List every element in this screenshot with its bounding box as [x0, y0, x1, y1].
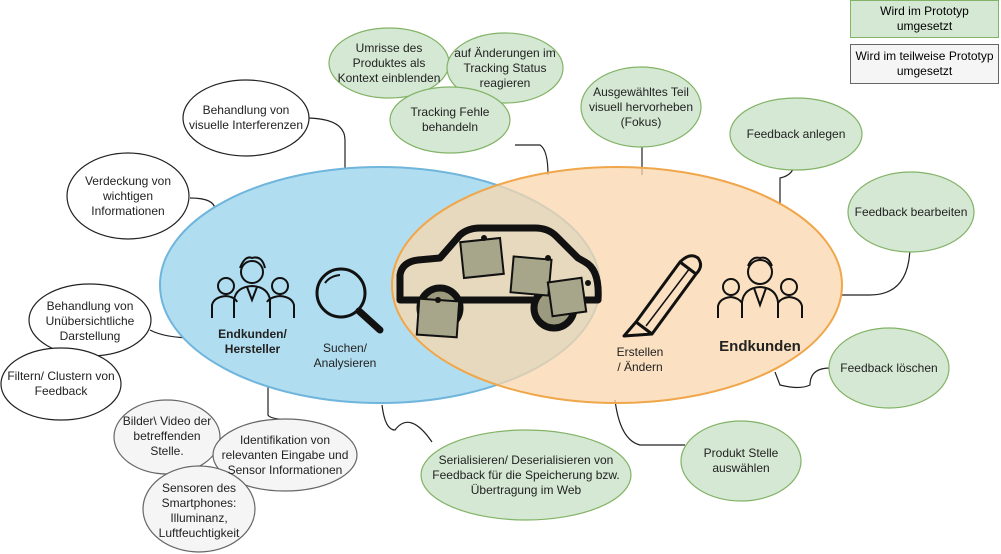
- bubble-tracking-status: [446, 32, 564, 104]
- car-with-notes-icon: [396, 224, 602, 339]
- bubble-serialize-text: Serialisieren/ Deserialisieren von Feedb…: [432, 452, 620, 497]
- other-bubbles: [0, 79, 358, 553]
- bubble-tracking-status-text: auf Änderungen im Tracking Status reagie…: [454, 45, 556, 90]
- bubble-identify-text: Identifikation von relevanten Eingabe un…: [221, 432, 349, 477]
- bubble-outline-text: Umrisse des Produktes als Kontext einble…: [337, 40, 441, 85]
- bubble-tracking-errors-text: Tracking Fehle behandeln: [410, 105, 490, 134]
- legend-implemented: Wird im Prototyp umgesetzt: [850, 0, 999, 38]
- connector-product-spot: [614, 399, 685, 446]
- bubble-fb-delete: [828, 327, 950, 409]
- people-group-icon: [211, 256, 295, 318]
- implemented-bubbles: [328, 27, 975, 521]
- connector-tracking: [515, 144, 549, 176]
- connector-serialize: [381, 404, 433, 443]
- bubble-occlusion: [66, 152, 190, 240]
- bubble-fb-create-text: Feedback anlegen: [746, 126, 846, 141]
- bubble-fb-edit-text: Feedback bearbeiten: [854, 204, 968, 219]
- bubble-highlight-text: Ausgewähltes Teil visuell hervorheben (F…: [588, 84, 694, 129]
- pencil-icon: [622, 254, 703, 338]
- bubble-interference: [182, 79, 310, 157]
- magnifier-icon: [315, 267, 384, 334]
- bubble-tracking-errors: [389, 86, 511, 154]
- bubble-sensors: [142, 465, 256, 553]
- people-group-icon-right: [717, 256, 803, 318]
- right-actor-label: Endkunden: [719, 337, 801, 355]
- bubble-fb-delete-text: Feedback löschen: [840, 360, 938, 375]
- connector-interference: [304, 117, 346, 175]
- bubble-interference-text: Behandlung von visuelle Interferenzen: [188, 103, 304, 132]
- left-action-label: Suchen/ Analysieren: [313, 341, 377, 370]
- right-action-label: Erstellen / Ändern: [616, 345, 664, 374]
- bubble-fb-edit: [847, 171, 975, 253]
- connector-fb-edit: [840, 244, 911, 296]
- legend-partial: Wird im teilweise Prototyp umgesetzt: [850, 44, 999, 84]
- bubble-identify: [212, 418, 358, 492]
- connector-fb-delete: [774, 367, 831, 389]
- bubble-filter: [0, 347, 122, 421]
- bubble-highlight: [580, 66, 702, 148]
- bubble-product-spot: [680, 420, 802, 502]
- left-actor-label: Endkunden/ Hersteller: [218, 327, 287, 356]
- bubble-fb-create: [729, 97, 863, 171]
- bubble-product-spot-text: Produkt Stelle auswählen: [703, 446, 779, 475]
- bubble-serialize: [420, 429, 632, 521]
- bubble-clutter-text: Behandlung von Unübersichtliche Darstell…: [45, 298, 135, 343]
- bubble-media-text: Bilder\ Video der betreffenden Stelle.: [122, 413, 212, 458]
- bubble-sensors-text: Sensoren des Smartphones: Illuminanz, Lu…: [158, 481, 240, 540]
- bubble-filter-text: Filtern/ Clustern von Feedback: [7, 369, 115, 398]
- bubble-occlusion-text: Verdeckung von wichtigen Informationen: [84, 173, 172, 218]
